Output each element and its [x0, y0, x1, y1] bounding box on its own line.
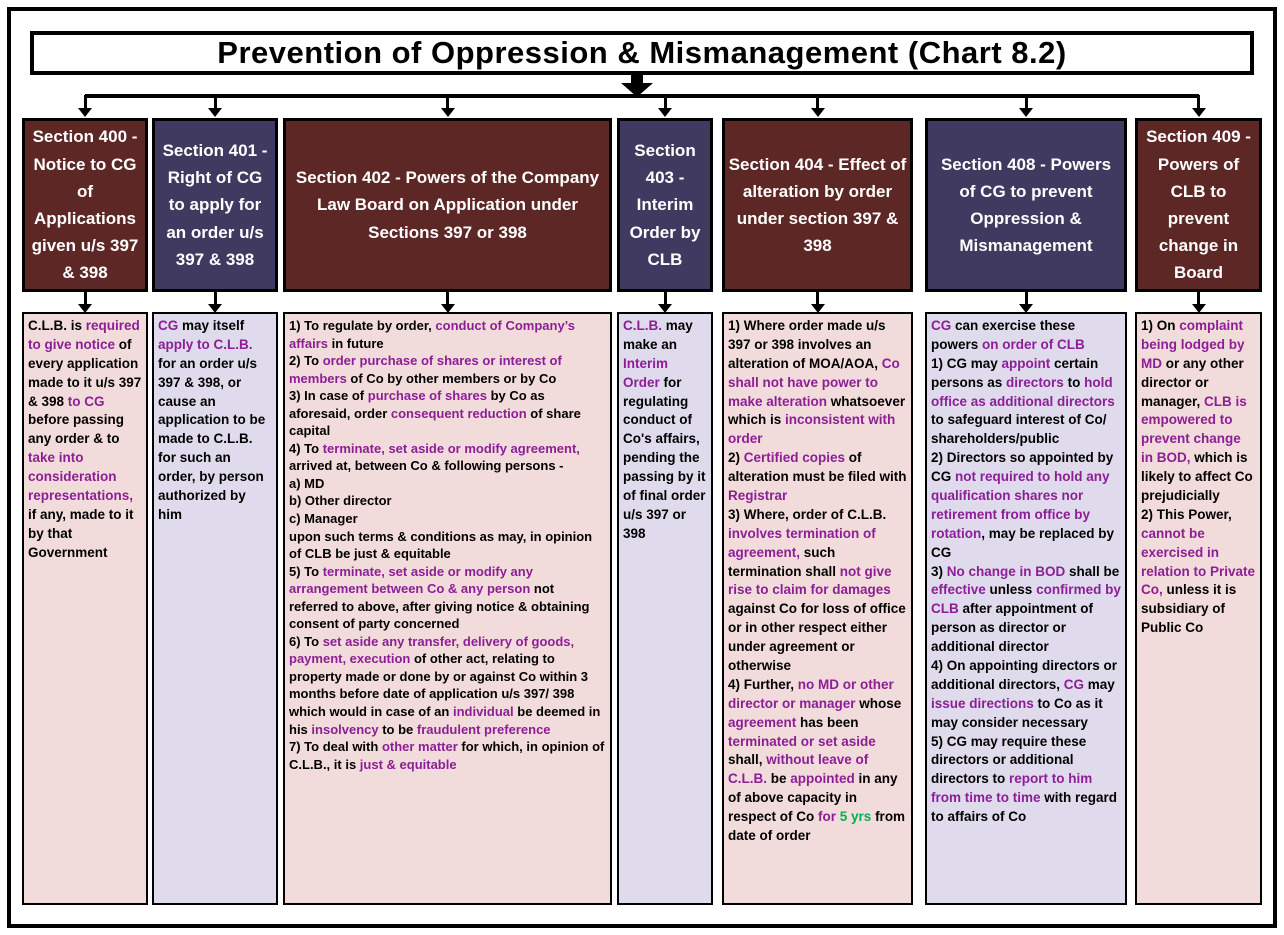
column-section-408: Section 408 - Powers of CG to prevent Op… — [925, 0, 1127, 935]
down-arrow-icon — [1191, 291, 1206, 313]
section-400-header: Section 400 - Notice to CG of Applicatio… — [22, 118, 148, 292]
down-arrow-icon — [208, 95, 222, 117]
down-arrow-icon — [1191, 95, 1206, 117]
down-arrow-icon — [440, 95, 455, 117]
section-401-header: Section 401 - Right of CG to apply for a… — [152, 118, 278, 292]
section-404-header: Section 404 - Effect of alteration by or… — [722, 118, 913, 292]
down-arrow-icon — [1019, 95, 1033, 117]
column-section-402: Section 402 - Powers of the Company Law … — [283, 0, 612, 935]
arrow-stem — [631, 72, 643, 83]
down-arrow-icon — [658, 95, 672, 117]
down-arrow-icon — [1019, 291, 1033, 313]
column-section-400: Section 400 - Notice to CG of Applicatio… — [22, 0, 148, 935]
section-403-body: C.L.B. may make an Interim Order for reg… — [617, 312, 713, 905]
section-409-body: 1) On complaint being lodged by MD or an… — [1135, 312, 1262, 905]
section-403-header: Section 403 - Interim Order by CLB — [617, 118, 713, 292]
column-section-403: Section 403 - Interim Order by CLB C.L.B… — [617, 0, 713, 935]
down-arrow-icon — [658, 291, 672, 313]
section-404-body: 1) Where order made u/s 397 or 398 invol… — [722, 312, 913, 905]
down-arrow-icon — [810, 95, 825, 117]
connector-line — [85, 94, 1199, 98]
down-arrow-icon — [208, 291, 222, 313]
column-section-404: Section 404 - Effect of alteration by or… — [722, 0, 913, 935]
section-408-header: Section 408 - Powers of CG to prevent Op… — [925, 118, 1127, 292]
arrow-head — [621, 83, 653, 97]
section-409-header: Section 409 - Powers of CLB to prevent c… — [1135, 118, 1262, 292]
column-section-401: Section 401 - Right of CG to apply for a… — [152, 0, 278, 935]
section-408-body: CG can exercise these powers on order of… — [925, 312, 1127, 905]
column-section-409: Section 409 - Powers of CLB to prevent c… — [1135, 0, 1262, 935]
down-arrow-icon — [78, 95, 92, 117]
down-arrow-icon — [440, 291, 455, 313]
section-402-body: 1) To regulate by order, conduct of Comp… — [283, 312, 612, 905]
down-arrow-icon — [810, 291, 825, 313]
section-400-body: C.L.B. is required to give notice of eve… — [22, 312, 148, 905]
big-down-arrow-icon — [621, 72, 653, 97]
section-401-body: CG may itself apply to C.L.B. for an ord… — [152, 312, 278, 905]
down-arrow-icon — [78, 291, 92, 313]
outer-border — [7, 7, 1277, 928]
section-402-header: Section 402 - Powers of the Company Law … — [283, 118, 612, 292]
